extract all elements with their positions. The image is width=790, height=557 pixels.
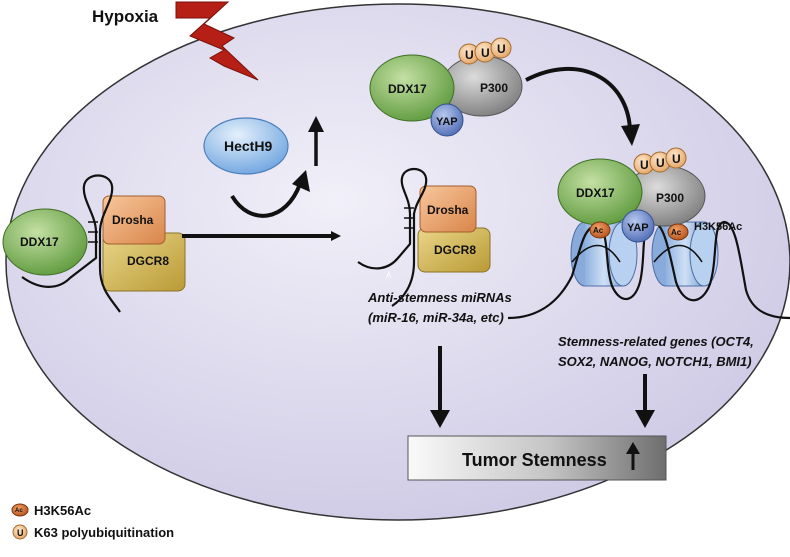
legend-ub-icon-text: U bbox=[17, 528, 24, 538]
ub-top-1-label: U bbox=[465, 48, 474, 62]
tumor-stemness-label: Tumor Stemness bbox=[462, 450, 607, 470]
pri-mirna-middle bbox=[357, 167, 428, 307]
lightning-bolt-icon bbox=[175, 1, 259, 81]
legend: Ac H3K56Ac U K63 polyubiquitination bbox=[11, 503, 174, 540]
yap-right-label: YAP bbox=[627, 222, 649, 234]
legend-ac-label: H3K56Ac bbox=[34, 503, 91, 518]
ddx17-left bbox=[2, 208, 88, 276]
dgcr8-middle-label: DGCR8 bbox=[434, 243, 476, 257]
legend-ac-icon bbox=[11, 503, 29, 517]
ub-right-1-label: U bbox=[640, 158, 649, 172]
yap-right bbox=[621, 209, 655, 243]
pri-mirna-left-pairs bbox=[88, 221, 98, 243]
legend-ub-label: K63 polyubiquitination bbox=[34, 525, 174, 540]
h3k56ac-label: H3K56Ac bbox=[694, 221, 742, 233]
cell-body bbox=[5, 3, 790, 521]
ddx17-right-label: DDX17 bbox=[576, 186, 615, 200]
legend-ub-icon bbox=[12, 524, 28, 540]
ub-right-2-label: U bbox=[656, 156, 665, 170]
ub-top-2-label: U bbox=[481, 46, 490, 60]
genes-text-line2: SOX2, NANOG, NOTCH1, BMI1) bbox=[558, 354, 752, 369]
hecth9-curved-arrowhead bbox=[292, 170, 310, 192]
top-ddx17-p300-yap-complex: P300 DDX17 YAP U U U bbox=[369, 37, 523, 137]
genes-text-line1: Stemness-related genes (OCT4, bbox=[558, 334, 754, 349]
ddx17-top-label: DDX17 bbox=[388, 82, 427, 96]
mirna-text-line1: Anti-stemness miRNAs bbox=[367, 290, 512, 305]
middle-microprocessor-complex: DGCR8 Drosha A bbox=[357, 167, 491, 307]
recruitment-curved-arrowhead bbox=[621, 124, 640, 146]
ub-right-3 bbox=[665, 147, 687, 169]
pri-mirna-left bbox=[21, 174, 121, 313]
hecth9-label: HectH9 bbox=[224, 138, 272, 154]
hypoxia-label: Hypoxia bbox=[92, 7, 159, 26]
genes-down-arrowhead bbox=[635, 410, 655, 428]
ac-mark-2 bbox=[667, 223, 689, 241]
recruitment-curved-arrow bbox=[525, 67, 632, 131]
ac-mark-2-label: Ac bbox=[671, 228, 682, 237]
stemness-up-arrowhead bbox=[626, 442, 640, 454]
ub-top-3-label: U bbox=[497, 42, 506, 56]
hecth9-up-arrowhead bbox=[308, 116, 324, 132]
ub-top-3 bbox=[490, 37, 512, 59]
drosha-middle bbox=[419, 185, 477, 233]
ub-right-3-label: U bbox=[672, 152, 681, 166]
stray-mark: A bbox=[386, 271, 392, 280]
ddx17-left-label: DDX17 bbox=[20, 235, 59, 249]
hecth9-curved-arrow bbox=[230, 183, 302, 218]
pri-mirna-middle-pairs bbox=[404, 207, 414, 229]
p300-top-label: P300 bbox=[480, 81, 508, 95]
ac-mark-1-label: Ac bbox=[593, 226, 604, 235]
dgcr8-left-label: DGCR8 bbox=[127, 254, 169, 268]
mirna-down-arrowhead bbox=[430, 410, 450, 428]
hecth9-protein bbox=[203, 117, 289, 175]
ac-mark-1 bbox=[589, 221, 611, 239]
dna-strand-back bbox=[571, 244, 703, 263]
left-microprocessor-complex: DGCR8 Drosha DDX17 bbox=[2, 174, 186, 313]
yap-top-label: YAP bbox=[436, 116, 458, 128]
ddx17-top bbox=[369, 54, 455, 122]
chromatin-complex: P300 DDX17 YAP U U U Ac Ac H3K56Ac bbox=[507, 147, 790, 320]
drosha-middle-label: Drosha bbox=[427, 203, 469, 217]
mirna-text-line2: (miR-16, miR-34a, etc) bbox=[368, 310, 504, 325]
yap-top bbox=[430, 103, 464, 137]
p300-right-label: P300 bbox=[656, 191, 684, 205]
tumor-stemness-box bbox=[407, 435, 667, 481]
drosha-left-label: Drosha bbox=[112, 213, 154, 227]
legend-ac-icon-text: Ac bbox=[15, 508, 23, 514]
